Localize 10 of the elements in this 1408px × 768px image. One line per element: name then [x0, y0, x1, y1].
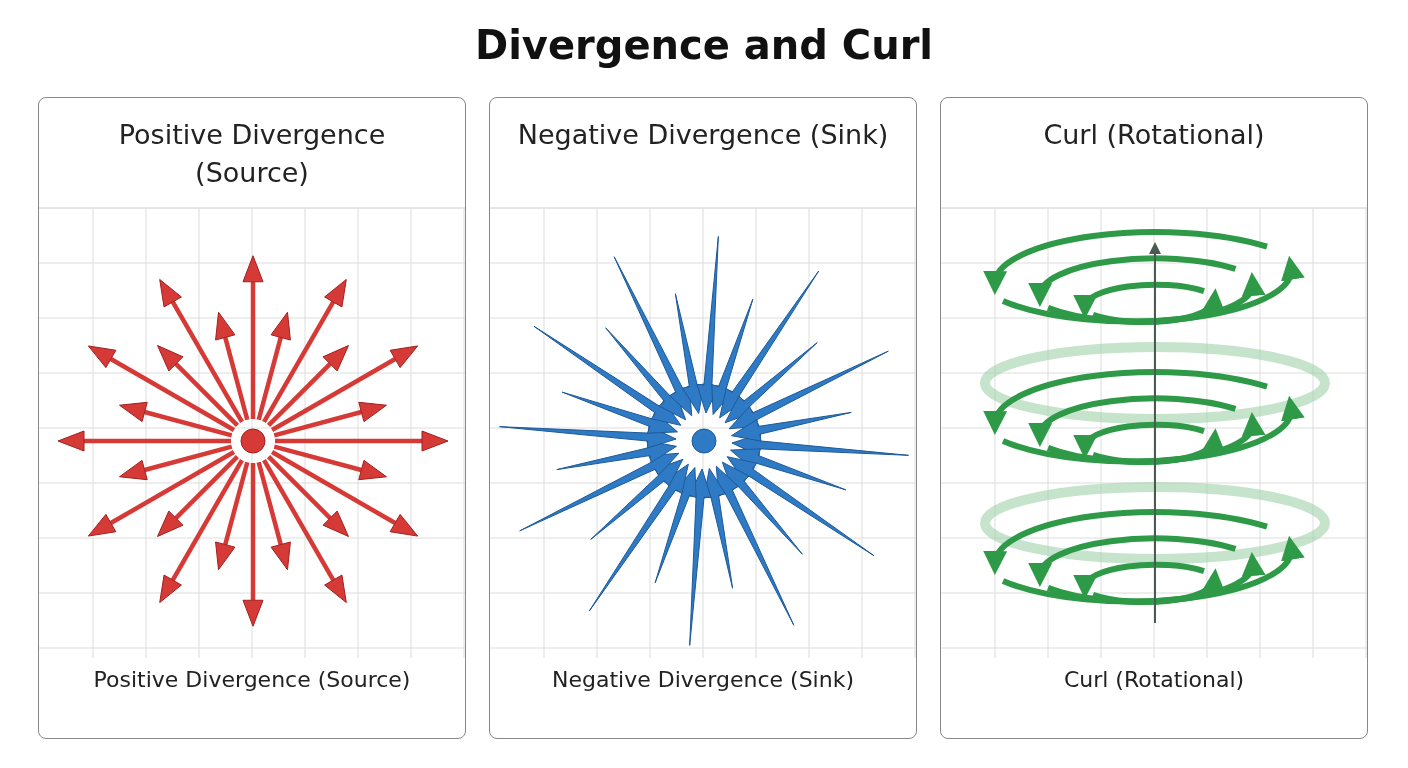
panel-card — [38, 97, 466, 739]
panel-card — [940, 97, 1368, 739]
panel-caption: Negative Divergence (Sink) — [552, 666, 854, 694]
panel-heading: Positive Divergence (Source) — [117, 118, 387, 190]
panel-caption: Curl (Rotational) — [1063, 666, 1245, 694]
panel-card — [489, 97, 917, 739]
panel-heading: Negative Divergence (Sink) — [517, 118, 889, 152]
panel-heading: Curl (Rotational) — [1043, 118, 1265, 152]
panel-caption: Positive Divergence (Source) — [93, 666, 411, 694]
diagram-title: Divergence and Curl — [474, 22, 934, 68]
